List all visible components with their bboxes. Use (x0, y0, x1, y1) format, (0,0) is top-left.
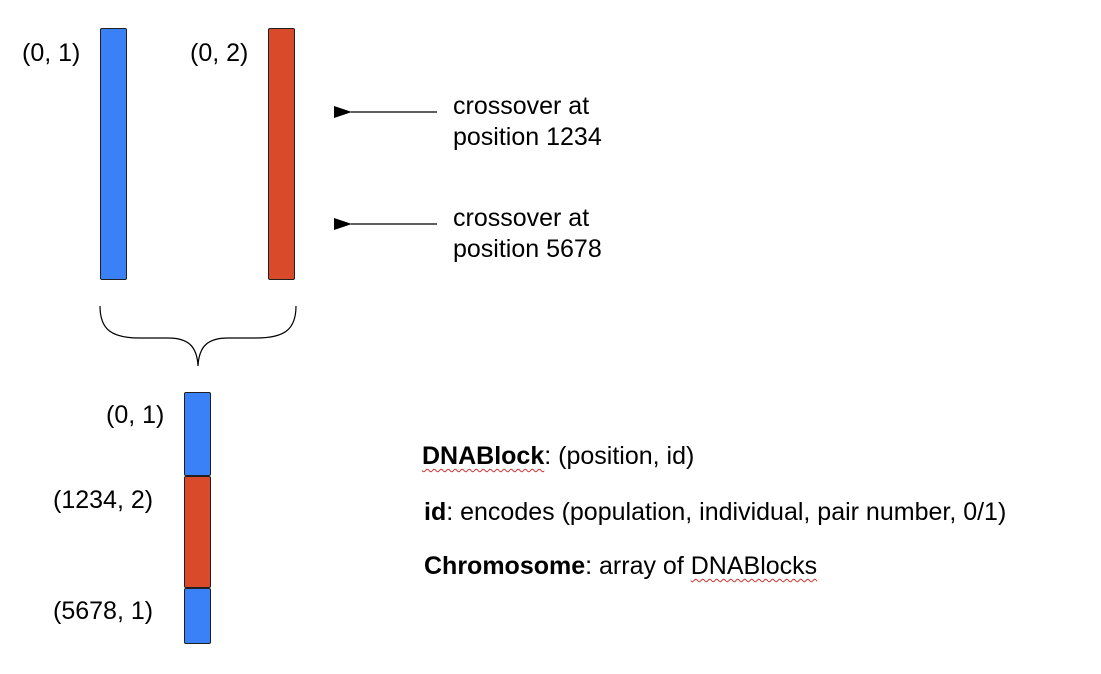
legend-id-term: id (424, 498, 447, 526)
child-segment-3 (184, 588, 211, 644)
child-segment-3-label: (5678, 1) (53, 597, 154, 625)
legend-id-definition: : encodes (population, individual, pair … (446, 498, 1007, 526)
child-segment-1 (184, 392, 211, 476)
child-segment-2-label: (1234, 2) (53, 486, 154, 514)
parent-chromosome-blue (100, 28, 127, 280)
legend-chromosome-term: Chromosome (424, 552, 586, 580)
crossover-annotation-1-line1: crossover at (453, 92, 590, 120)
legend-dnablock: DNABlock: (position, id) (422, 441, 694, 471)
legend-id: id: encodes (population, individual, pai… (424, 497, 1006, 527)
crossover-annotation-2-line1: crossover at (453, 204, 590, 232)
legend-dnablock-definition: : (position, id) (544, 442, 695, 470)
legend-dnablock-term: DNABlock (422, 442, 545, 470)
legend-chromosome: Chromosome: array of DNABlocks (424, 551, 817, 581)
crossover-annotation-1-line2: position 1234 (453, 123, 602, 151)
legend-chromosome-definition-word: DNABlocks (690, 552, 818, 580)
crossover-annotation-1: crossover at position 1234 (453, 91, 602, 153)
legend-chromosome-definition: : array of (585, 552, 691, 580)
crossover-annotation-2: crossover at position 5678 (453, 203, 602, 265)
child-segment-1-label: (0, 1) (106, 401, 165, 429)
parent-right-label: (0, 2) (190, 39, 249, 67)
parent-chromosome-red (268, 28, 295, 280)
child-segment-2 (184, 476, 211, 588)
merge-brace (99, 305, 297, 367)
parent-left-label: (0, 1) (22, 39, 81, 67)
crossover-annotation-2-line2: position 5678 (453, 235, 602, 263)
